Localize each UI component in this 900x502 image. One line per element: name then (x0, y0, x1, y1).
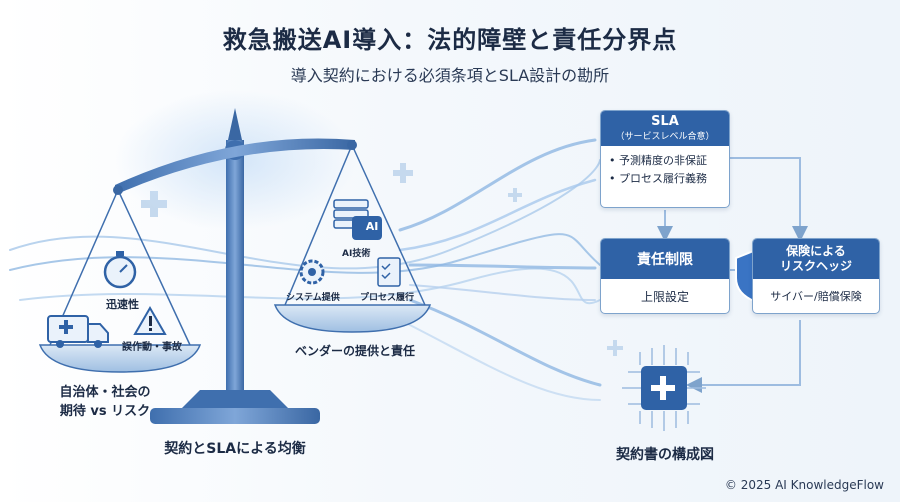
page-title: 救急搬送AI導入：法的障壁と責任分界点 (222, 26, 678, 54)
ambulance-icon (47, 315, 109, 348)
left-caption-line2: 期待 vs リスク (59, 404, 151, 419)
insurance-title-line2: リスクヘッジ (779, 259, 852, 273)
stopwatch-icon (103, 251, 137, 289)
system-provision-label: システム提供 (286, 293, 340, 303)
page-subtitle: 導入契約における必須条項とSLA設計の勘所 (290, 66, 610, 85)
gear-icon (299, 259, 325, 285)
liability-body: 上限設定 (640, 290, 689, 304)
right-pan (273, 304, 432, 333)
sla-bullet: • プロセス履行義務 (609, 172, 707, 185)
insurance-title-line1: 保険による (786, 244, 846, 258)
left-caption-line1: 自治体・社会の (59, 385, 151, 400)
insurance-box: 保険による リスクヘッジ サイバー/賠償保険 (752, 238, 880, 314)
sla-subtitle: （サービスレベル合意） (615, 132, 715, 142)
sla-box: SLA （サービスレベル合意） • 予測精度の非保証 • プロセス履行義務 (600, 110, 730, 208)
malfunction-label: 誤作動・事故 (122, 342, 182, 353)
ai-tech-label: AI技術 (342, 249, 371, 259)
sla-title: SLA (651, 114, 679, 129)
liability-box: 責任制限 上限設定 (600, 238, 730, 314)
ai-chip-icon (352, 216, 382, 240)
insurance-title: 保険による リスクヘッジ (753, 239, 879, 279)
scale-pillar (226, 140, 244, 390)
insurance-body: サイバー/賠償保険 (770, 290, 862, 303)
sla-bullets: • 予測精度の非保証 • プロセス履行義務 (601, 146, 729, 194)
scale-caption: 契約とSLAによる均衡 (164, 441, 306, 457)
sla-header: SLA （サービスレベル合意） (601, 111, 729, 146)
warning-icon (133, 305, 167, 335)
liability-title: 責任制限 (601, 239, 729, 279)
checklist-icon (377, 257, 401, 287)
contract-caption: 契約書の構成図 (616, 447, 714, 463)
scale-base (150, 408, 320, 424)
circuit-chip-icon (622, 345, 706, 431)
scale-beam (115, 138, 355, 195)
balance-scale (38, 90, 432, 424)
sla-bullet: • 予測精度の非保証 (609, 154, 707, 167)
process-execution-label: プロセス履行 (360, 293, 415, 303)
speed-label: 迅速性 (106, 298, 139, 311)
left-pan (38, 344, 202, 373)
left-caption: 自治体・社会の 期待 vs リスク (40, 381, 170, 419)
copyright: © 2025 AI KnowledgeFlow (724, 478, 884, 492)
ai-chip-label: AI (365, 220, 379, 233)
scale-finial (228, 108, 242, 140)
right-caption: ベンダーの提供と責任 (294, 344, 415, 358)
